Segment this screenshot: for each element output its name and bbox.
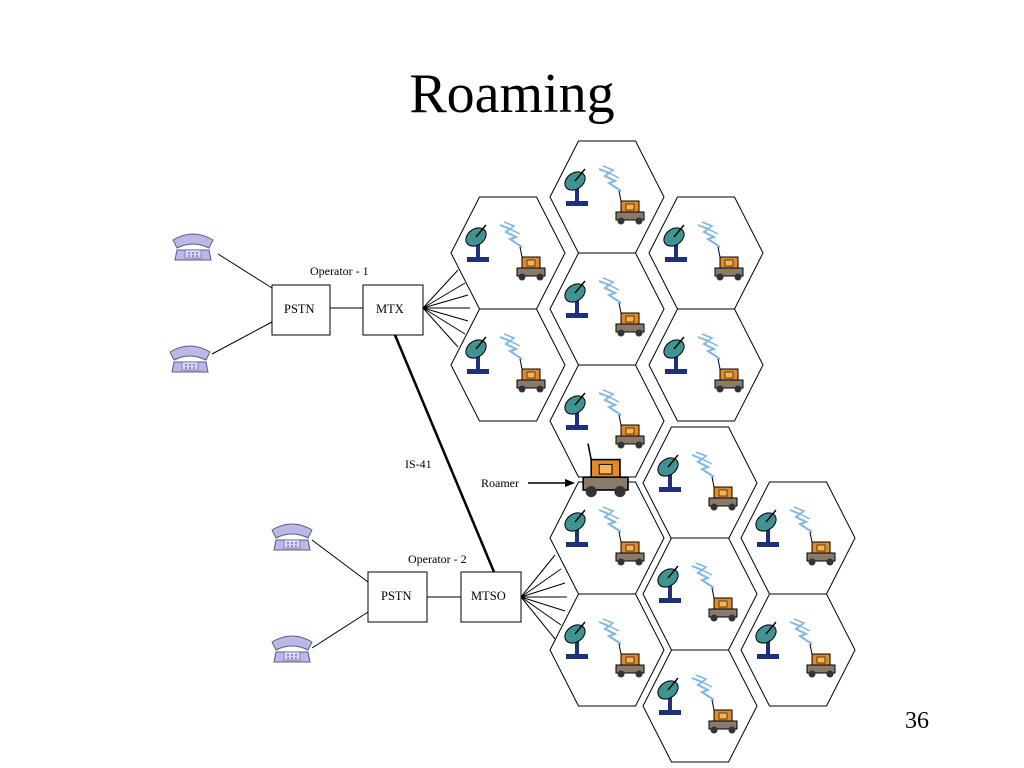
pstn-1-label: PSTN: [284, 302, 315, 316]
telephone-icon: [271, 635, 313, 663]
cell-hex: [450, 196, 566, 310]
pstn-2-label: PSTN: [381, 589, 412, 603]
mtx-label: MTX: [376, 302, 404, 316]
page-number: 36: [905, 708, 929, 734]
roamer-label: Roamer: [481, 476, 519, 490]
cell-hex: [549, 593, 665, 707]
cell-hex: [642, 649, 758, 763]
is41-link: [393, 334, 496, 573]
is41-label: IS-41: [405, 457, 432, 471]
cell-hex: [648, 196, 764, 310]
mtso-label: MTSO: [471, 589, 506, 603]
cell-hex: [642, 537, 758, 651]
cell-hex: [450, 308, 566, 422]
cell-hex: [549, 140, 665, 254]
cell-hex: [549, 252, 665, 366]
cell-hex: [740, 481, 856, 595]
cell-hex: [642, 426, 758, 540]
cell-hex: [648, 308, 764, 422]
roamer-arrow-head: [565, 479, 575, 487]
operator-1-network: PSTN MTX Operator - 1: [211, 253, 470, 355]
cell-hex: [549, 481, 665, 595]
mtx-box: [362, 284, 424, 336]
slide-title: Roaming: [409, 63, 615, 125]
operator-1-label: Operator - 1: [310, 264, 369, 278]
pstn-2-box: [367, 571, 428, 623]
operator-2-network: PSTN MTSO Operator - 2: [311, 539, 567, 649]
telephone-icon: [271, 523, 313, 551]
mtx-fanout: [422, 269, 470, 348]
pstn-1-box: [271, 284, 331, 336]
cell-hex: [740, 593, 856, 707]
telephone-icon: [172, 233, 214, 261]
mtso-box: [460, 571, 522, 623]
mtso-fanout: [520, 554, 567, 640]
telephone-icon: [169, 345, 211, 373]
operator-2-label: Operator - 2: [408, 552, 467, 566]
